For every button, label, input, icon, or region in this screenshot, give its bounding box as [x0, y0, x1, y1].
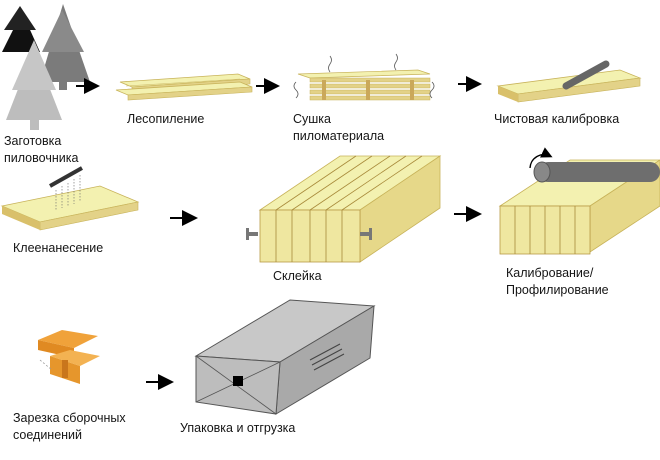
gluing-block-icon [246, 155, 442, 263]
step-gluing-label: Склейка [273, 269, 322, 283]
drying-stack-icon [293, 53, 435, 101]
step-packing-label: Упаковка и отгрузка [180, 421, 296, 435]
step-joint-cutting-label: Зарезка сборочных соединений [13, 410, 126, 444]
sawn-boards-icon [115, 73, 253, 101]
step-sawing-label: Лесопиление [127, 112, 205, 126]
step-drying-label: Сушка пиломатериала [293, 111, 384, 145]
package-icon [194, 299, 376, 415]
trees-icon [2, 4, 90, 130]
step-log-prep-line1: Заготовка [4, 134, 62, 148]
profiling-block-icon [498, 147, 660, 255]
flow-arrows-row2 [170, 206, 482, 226]
glue-application-icon [0, 166, 140, 231]
joint-cutting-icon [38, 330, 100, 384]
finish-calibration-icon [496, 60, 642, 103]
step-drying-line1: Сушка [293, 112, 332, 126]
step-glue-application-label: Клеенанесение [13, 241, 104, 255]
step-log-prep-line2: пиловочника [4, 151, 79, 165]
step-calibration-profiling-line2: Профилирование [506, 283, 609, 297]
step-drying-line2: пиломатериала [293, 129, 385, 143]
flow-arrows-row1 [76, 76, 482, 94]
step-finish-calibration-label: Чистовая калибровка [494, 112, 620, 126]
step-joint-cutting-line2: соединений [13, 428, 83, 442]
step-calibration-profiling-label: Калибрование/ Профилирование [506, 265, 609, 299]
step-calibration-profiling-line1: Калибрование/ [506, 266, 594, 280]
step-log-prep-label: Заготовка пиловочника [4, 133, 78, 167]
step-joint-cutting-line1: Зарезка сборочных [13, 411, 126, 425]
